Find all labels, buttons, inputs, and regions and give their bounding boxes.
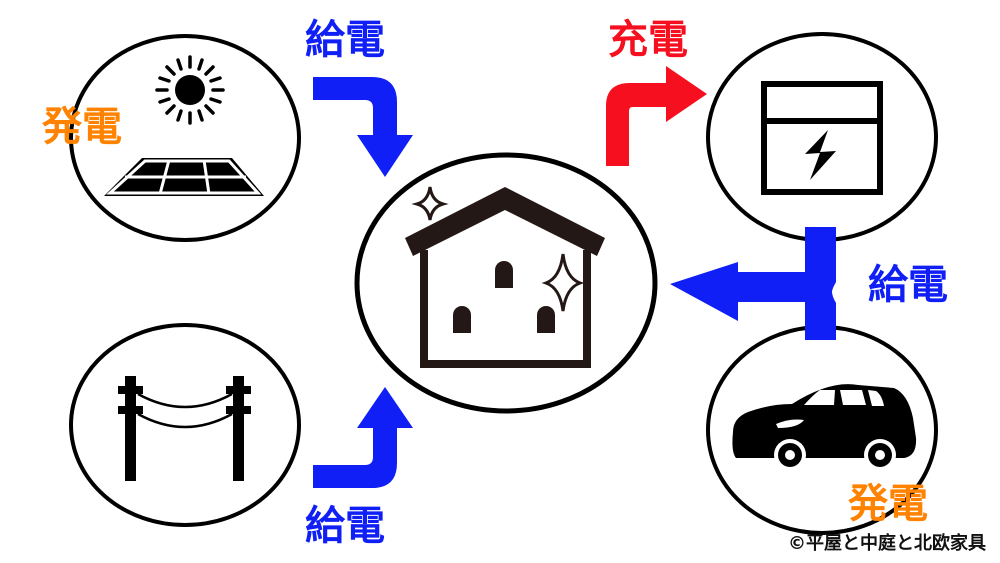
- solar-to-house-arrow: [313, 77, 413, 177]
- battery-charge-label: 充電: [608, 17, 688, 63]
- grid-node-circle: [69, 323, 301, 527]
- car-icon: [732, 384, 917, 471]
- battery-icon: [761, 81, 883, 195]
- grid-supply-label: 給電: [305, 503, 385, 549]
- sun-icon: [155, 55, 225, 125]
- ev-generation-label: 発電: [848, 481, 928, 527]
- solar-generation-label: 発電: [42, 104, 122, 150]
- solar-panel-icon: [104, 158, 264, 196]
- utility-poles-icon: [118, 376, 251, 481]
- lightning-icon: [805, 130, 836, 180]
- copyright-credit: ©平屋と中庭と北欧家具: [788, 533, 986, 554]
- battery-ev-to-house-arrow: [670, 227, 836, 340]
- battery-ev-supply-label: 給電: [868, 262, 948, 308]
- grid-to-house-arrow: [313, 387, 413, 488]
- house-to-battery-arrow: [606, 66, 707, 166]
- sparkle-icon: [411, 186, 585, 312]
- solar-supply-label: 給電: [305, 17, 385, 63]
- house-icon: [405, 187, 605, 368]
